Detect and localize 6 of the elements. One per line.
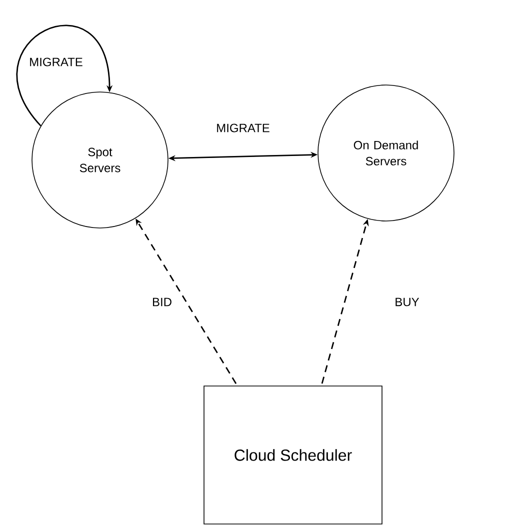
arrow [16, 25, 113, 126]
edge-label: MIGRATE [28, 56, 84, 68]
edge-label: MIGRATE [214, 122, 272, 134]
scheduler-box: Cloud Scheduler [204, 386, 382, 524]
edge-label: BUY [393, 296, 421, 308]
edge-label: BID [150, 296, 174, 308]
